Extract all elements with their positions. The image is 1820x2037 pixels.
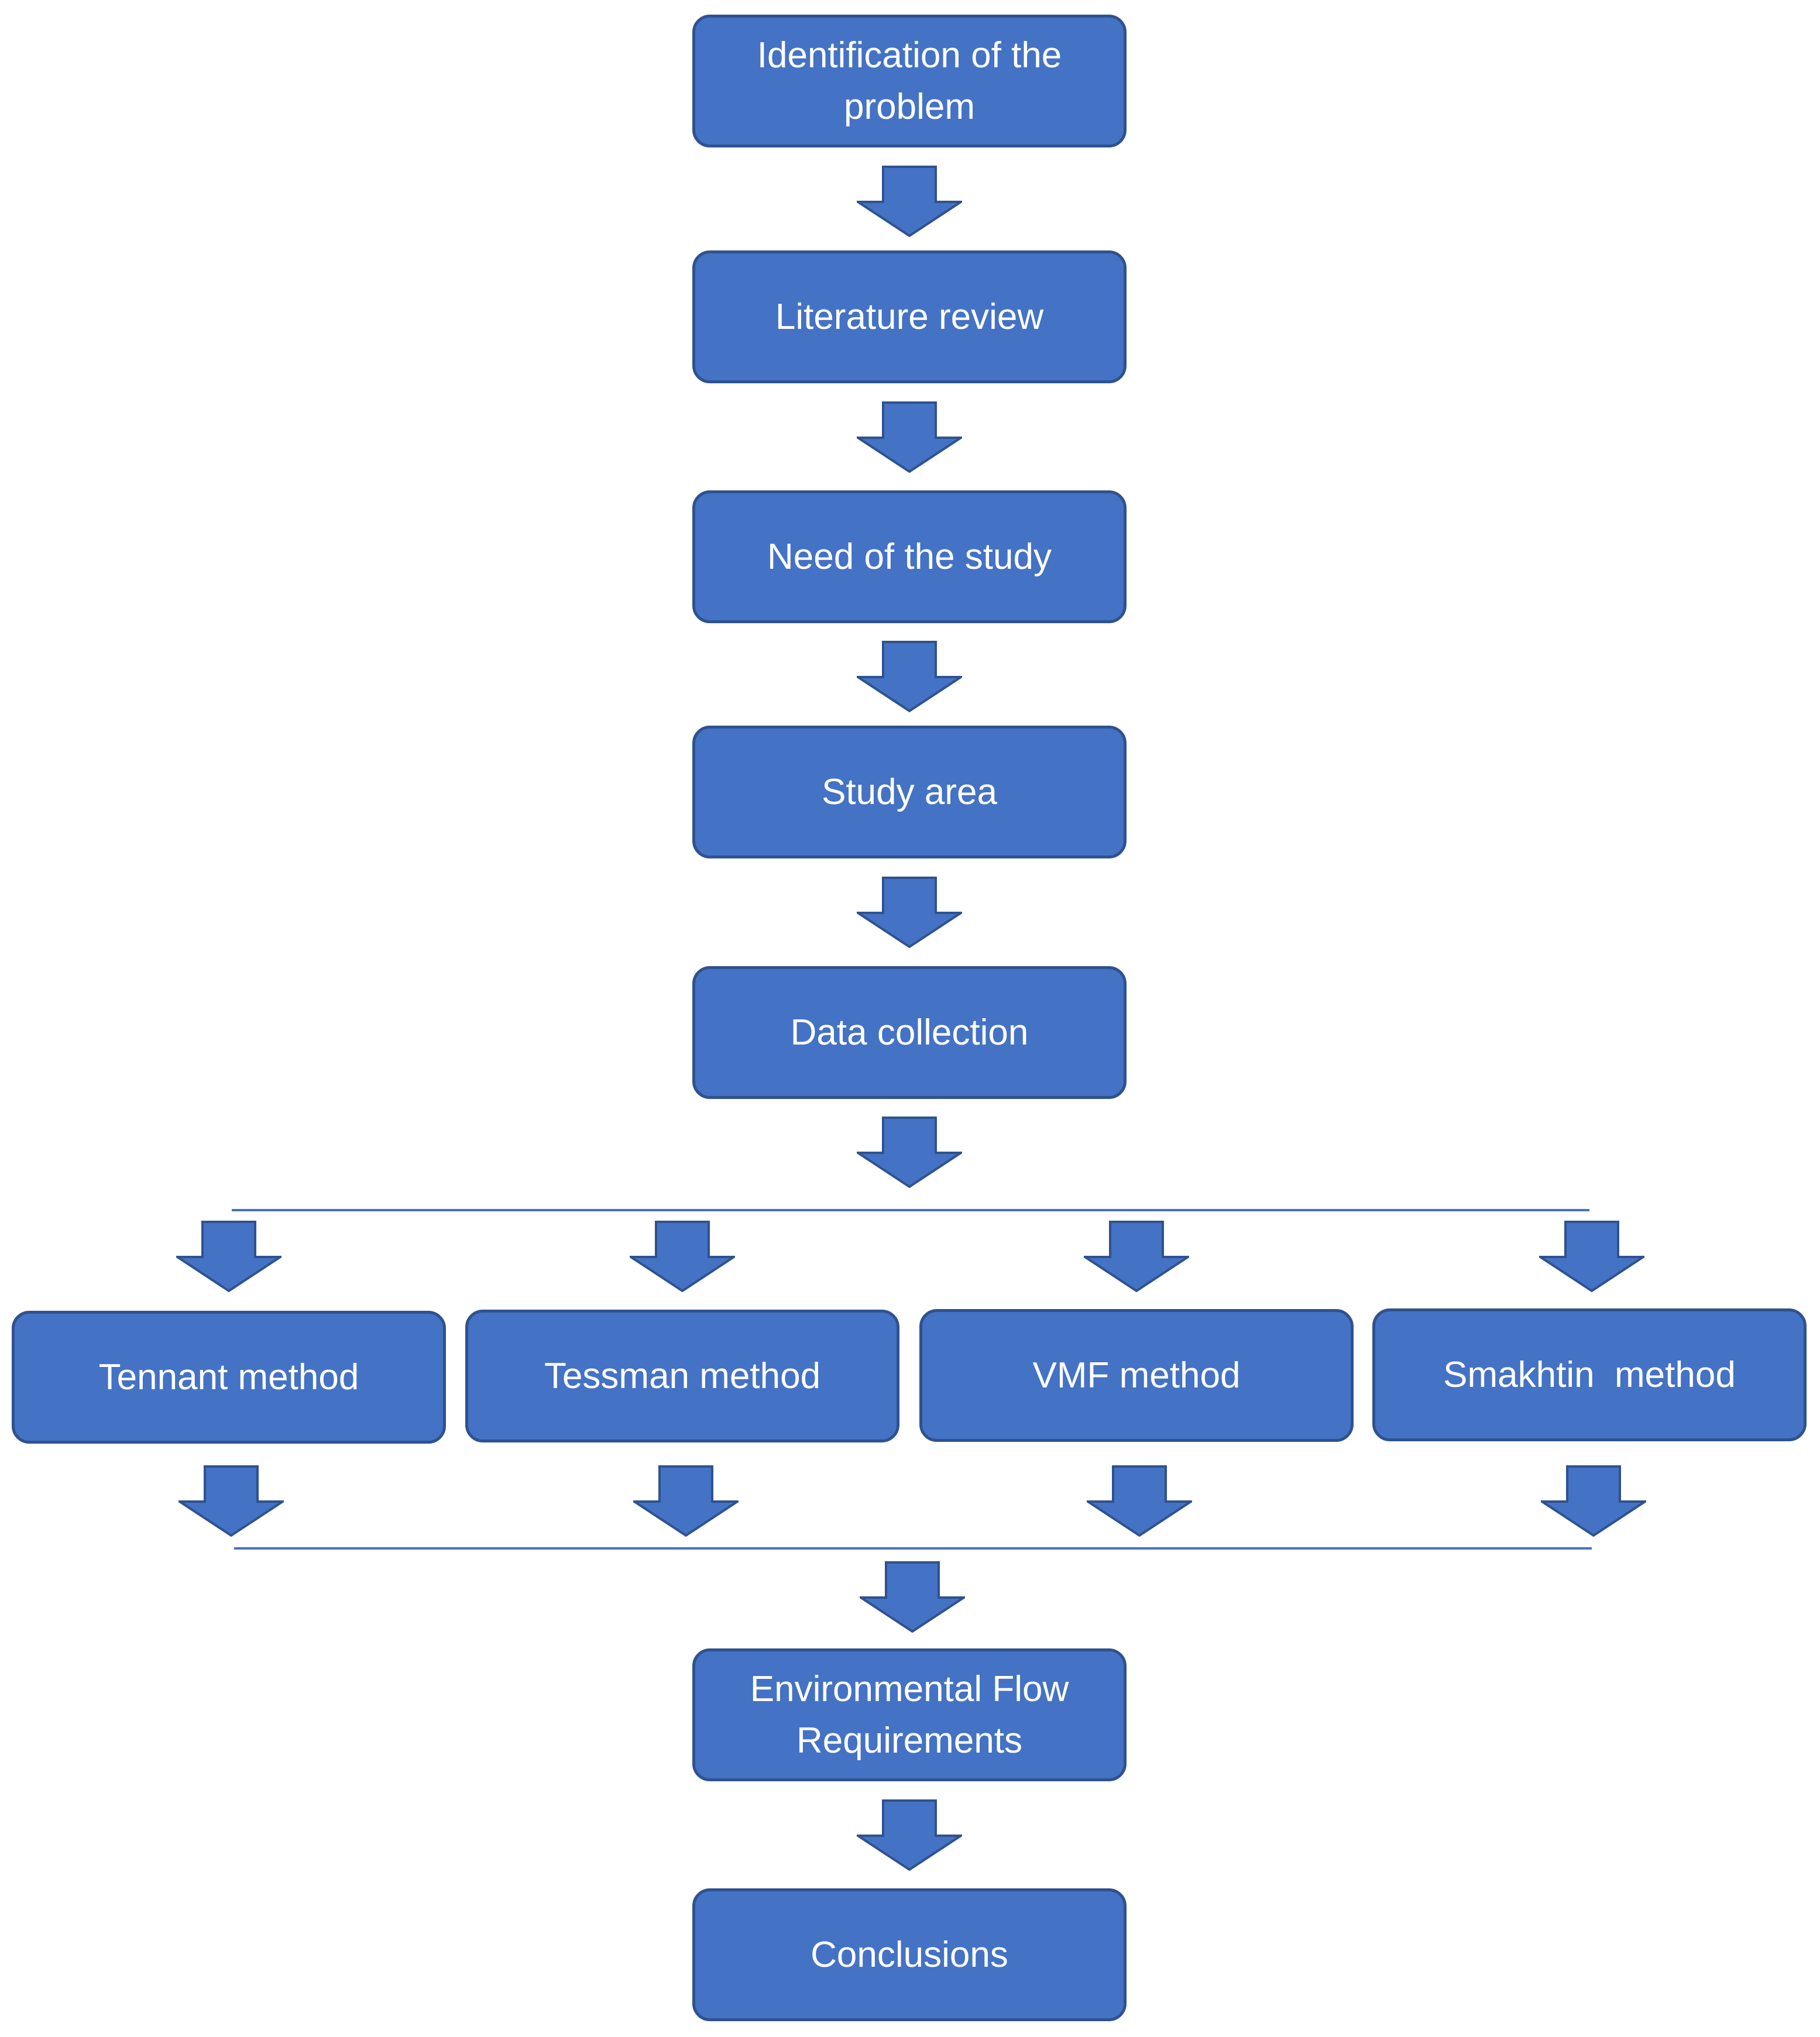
step-need-label: Need of the study: [767, 536, 1052, 577]
down-arrow-icon: [633, 1465, 739, 1537]
step-data-collection-label: Data collection: [790, 1012, 1029, 1053]
down-arrow-icon: [1541, 1465, 1646, 1537]
split-line: [232, 1209, 1589, 1211]
method-tessman-label: Tessman method: [544, 1355, 821, 1396]
step-conclusions-box: Conclusions: [692, 1888, 1127, 2021]
down-arrow-icon: [1539, 1221, 1644, 1292]
down-arrow-icon: [1087, 1465, 1192, 1537]
down-arrow-icon: [860, 1561, 965, 1633]
step-efr-label: Environmental Flow Requirements: [750, 1668, 1069, 1761]
down-arrow-icon: [857, 1117, 962, 1188]
down-arrow-icon: [176, 1221, 281, 1292]
down-arrow-icon: [857, 401, 962, 473]
step-data-collection-box: Data collection: [692, 966, 1127, 1099]
method-vmf-box: VMF method: [919, 1309, 1354, 1442]
down-arrow-icon: [857, 877, 962, 948]
step-study-area-label: Study area: [822, 771, 997, 812]
down-arrow-icon: [857, 1799, 962, 1871]
down-arrow-icon: [630, 1221, 735, 1292]
step-study-area-box: Study area: [692, 726, 1127, 858]
method-tessman-box: Tessman method: [465, 1310, 899, 1442]
step-efr-box: Environmental Flow Requirements: [692, 1648, 1127, 1781]
down-arrow-icon: [1084, 1221, 1189, 1292]
merge-line: [234, 1547, 1592, 1550]
step-identification-label: Identification of the problem: [757, 35, 1062, 127]
method-tennant-box: Tennant method: [12, 1311, 446, 1444]
down-arrow-icon: [178, 1465, 284, 1537]
down-arrow-icon: [857, 166, 962, 237]
method-smakhtin-label: Smakhtin method: [1443, 1354, 1736, 1395]
method-smakhtin-box: Smakhtin method: [1372, 1308, 1807, 1441]
step-identification-box: Identification of the problem: [692, 15, 1127, 147]
step-literature-label: Literature review: [775, 296, 1044, 337]
step-literature-box: Literature review: [692, 250, 1127, 383]
method-tennant-label: Tennant method: [98, 1356, 359, 1397]
step-need-box: Need of the study: [692, 490, 1127, 623]
down-arrow-icon: [857, 641, 962, 712]
method-vmf-label: VMF method: [1032, 1355, 1241, 1396]
step-conclusions-label: Conclusions: [811, 1934, 1008, 1975]
